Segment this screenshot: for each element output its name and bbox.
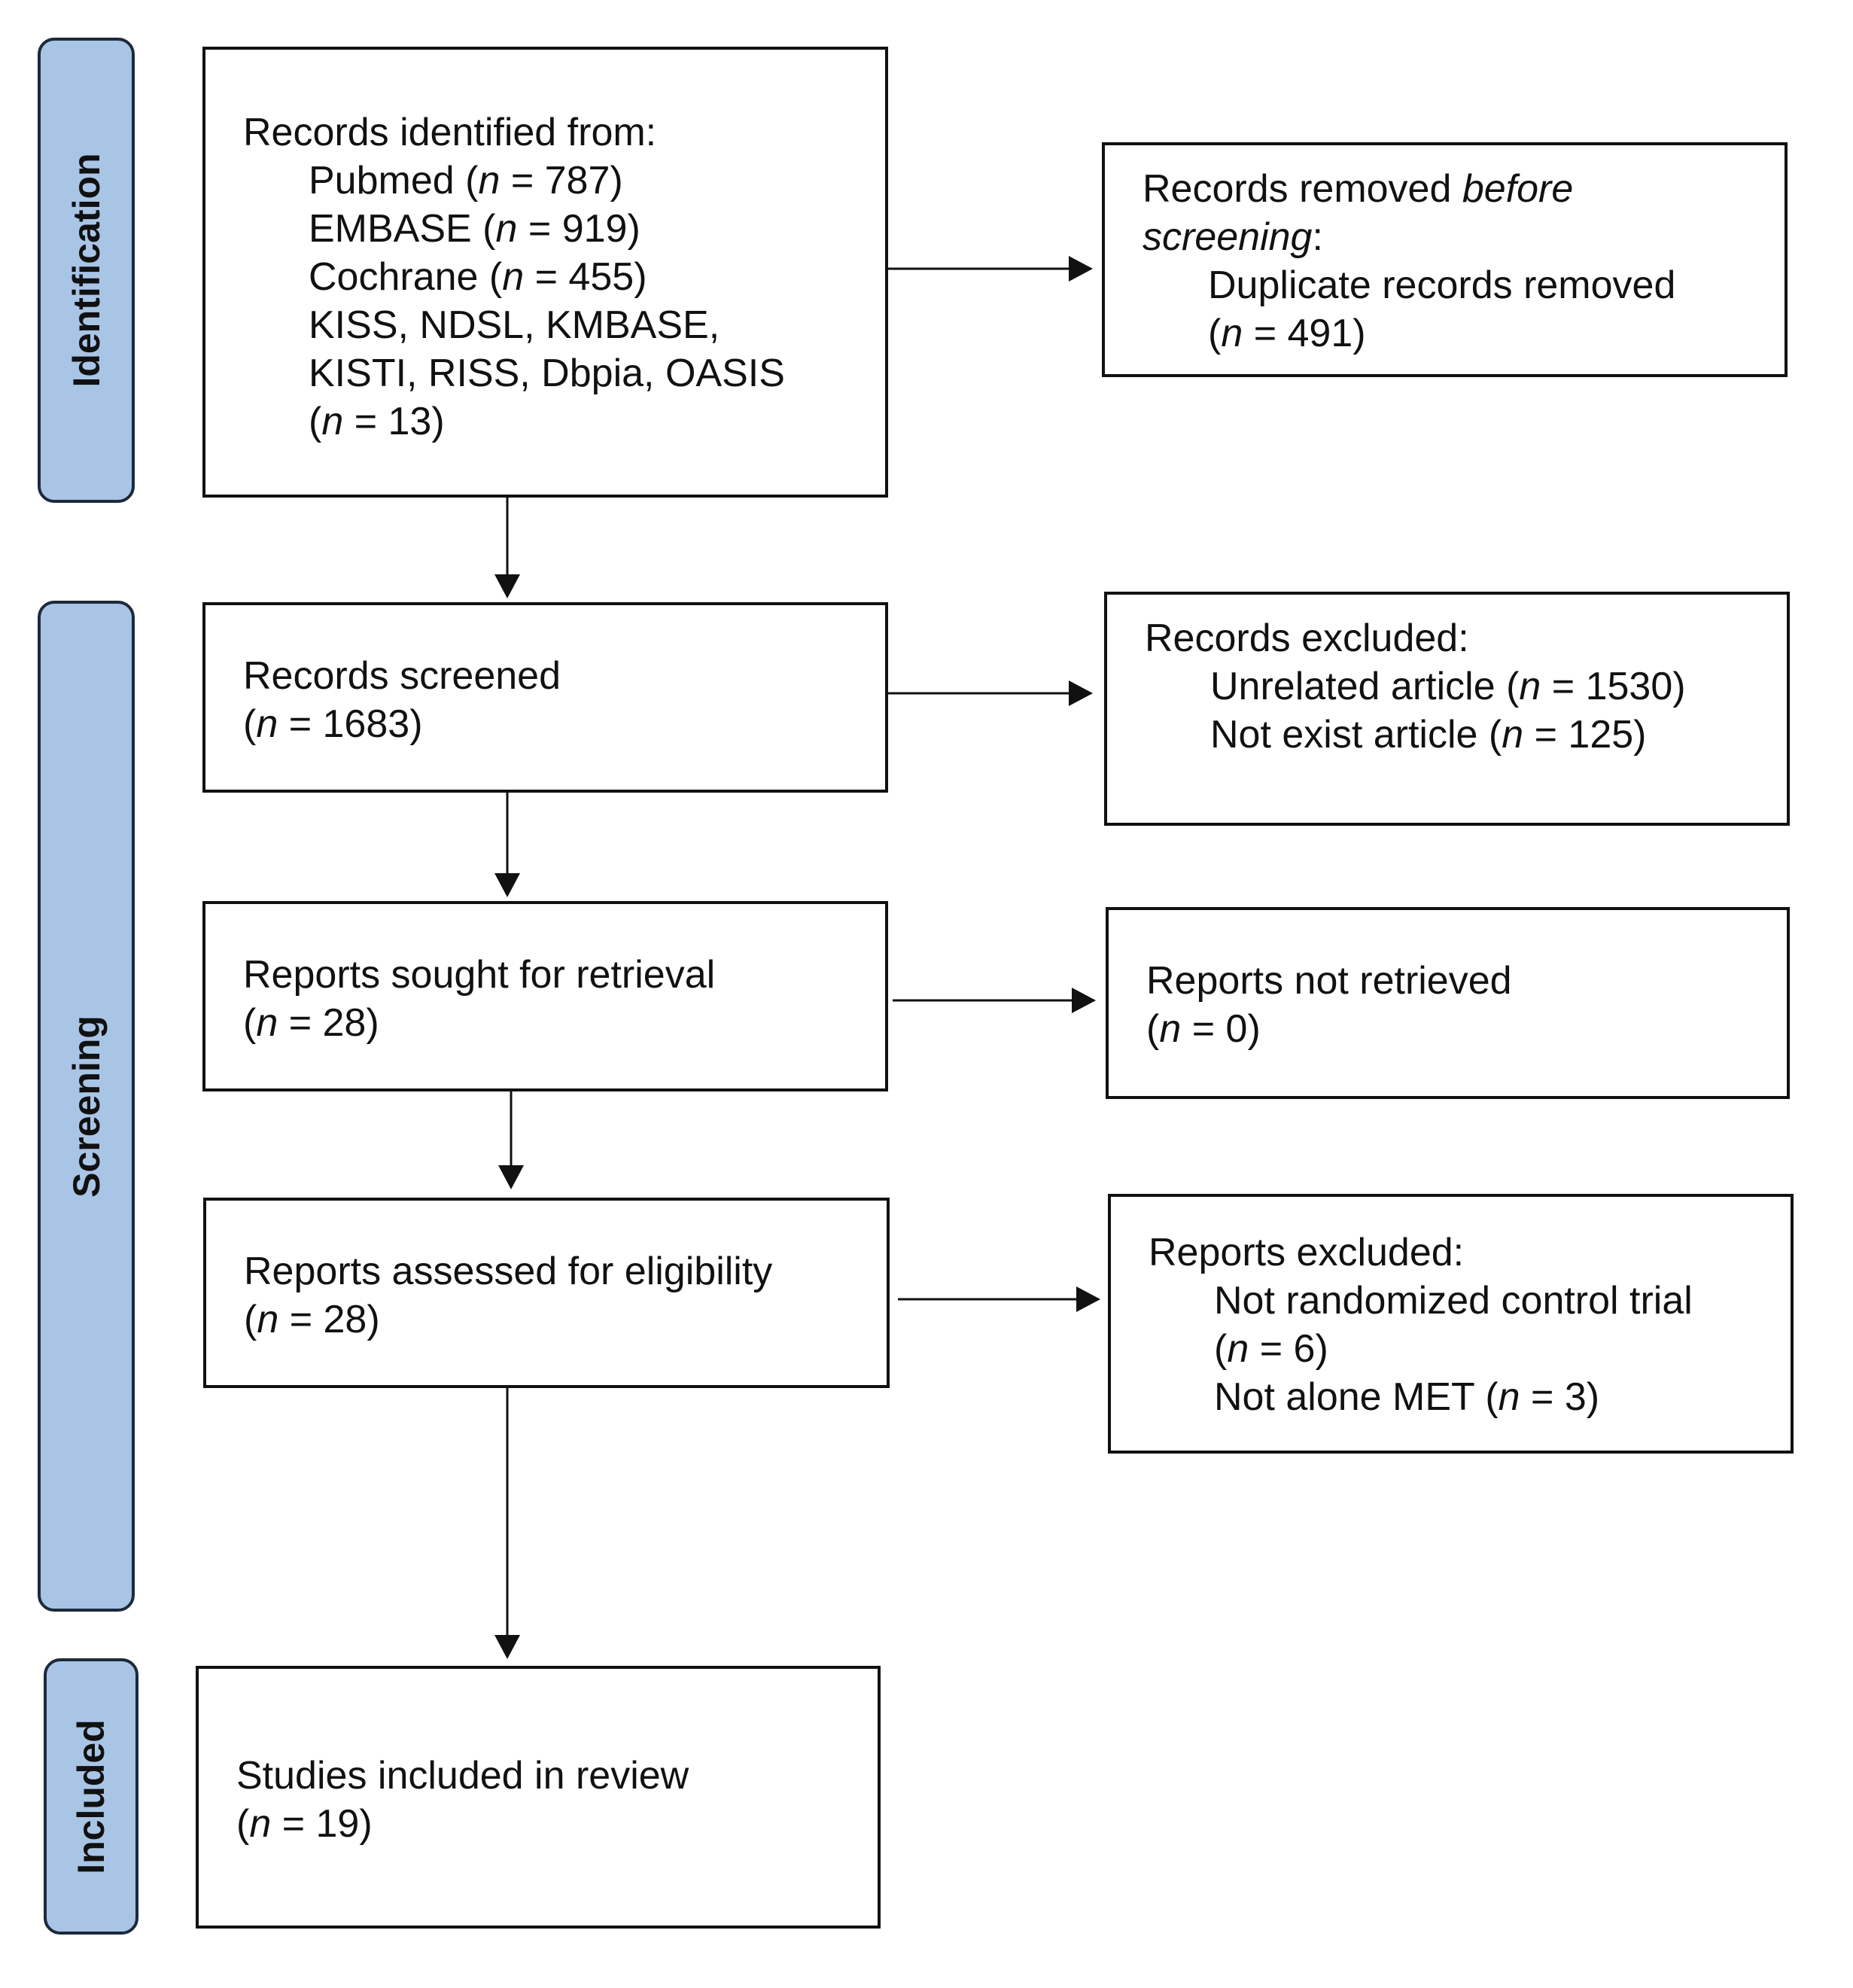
reports-assessed-box: Reports assessed for eligibility (n = 28… [203,1198,890,1388]
records-identified-box: Records identified from: Pubmed (n = 787… [202,47,888,498]
box-text: Records identified from: Pubmed (n = 787… [243,108,785,446]
pubmed: Pubmed (n = 787) [309,159,623,202]
box-text: Records excluded: Unrelated article (n =… [1145,616,1686,757]
records-removed-box: Records removed before screening: Duplic… [1102,142,1788,377]
box-text: Reports excluded: Not randomized control… [1149,1231,1693,1419]
title: Records identified from: [243,111,657,154]
studies-included-box: Studies included in review (n = 19) [196,1666,881,1929]
reports-excluded-box: Reports excluded: Not randomized control… [1108,1194,1794,1454]
box-text: Reports not retrieved (n = 0) [1146,959,1512,1051]
records-screened-box: Records screened (n = 1683) [202,602,888,793]
box-text: Records removed before screening: Duplic… [1143,167,1676,355]
reports-sought-box: Reports sought for retrieval (n = 28) [202,901,888,1091]
embase: EMBASE (n = 919) [309,207,640,251]
phase-identification: Identification [38,38,135,503]
korean-dbs-2: KISTI, RISS, Dbpia, OASIS [309,352,785,395]
box-text: Reports assessed for eligibility (n = 28… [244,1250,773,1341]
korean-dbs: KISS, NDSL, KMBASE, [309,303,720,347]
records-excluded-box: Records excluded: Unrelated article (n =… [1104,592,1790,826]
box-text: Reports sought for retrieval (n = 28) [243,953,716,1045]
reports-not-retrieved-box: Reports not retrieved (n = 0) [1106,907,1790,1099]
phase-screening: Screening [38,601,135,1612]
cochrane: Cochrane (n = 455) [309,255,647,299]
box-text: Studies included in review (n = 19) [236,1754,689,1846]
korean-n: (n = 13) [309,400,445,443]
box-text: Records screened (n = 1683) [243,654,561,746]
phase-included: Included [44,1658,138,1935]
